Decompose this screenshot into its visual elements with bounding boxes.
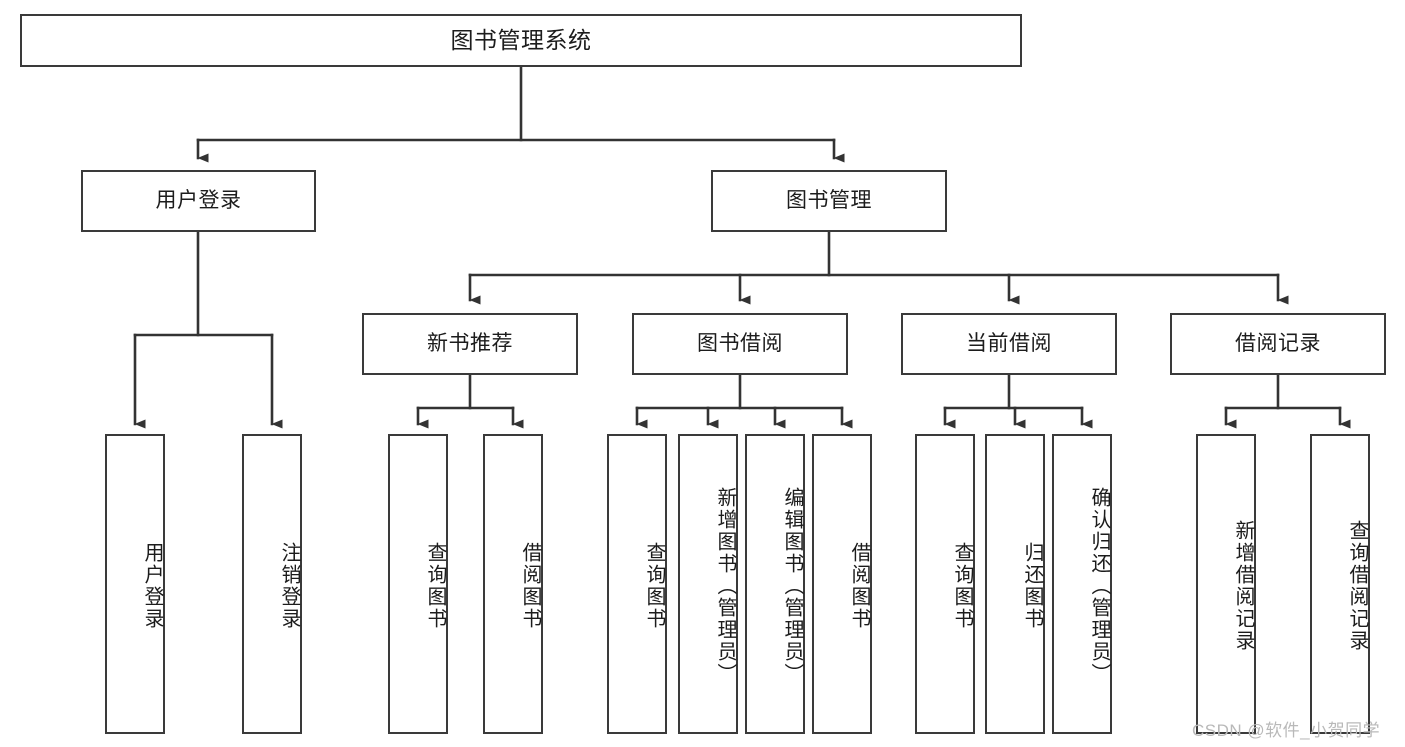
csdn-watermark: CSDN @软件_小贺同学 — [1192, 721, 1381, 740]
node-label: 借阅图书 — [848, 542, 870, 630]
leaf-borrow-borrow-book[interactable]: 借阅图书 — [812, 434, 872, 734]
leaf-recommend-query-book[interactable]: 查询图书 — [388, 434, 448, 734]
node-root-system[interactable]: 图书管理系统 — [20, 14, 1022, 67]
node-label: 查询图书 — [424, 542, 446, 630]
node-user-login[interactable]: 用户登录 — [81, 170, 316, 232]
leaf-current-return-book[interactable]: 归还图书 — [985, 434, 1045, 734]
leaf-borrow-edit-book[interactable]: 编辑图书（管理员） — [745, 434, 805, 734]
leaf-current-query-book[interactable]: 查询图书 — [915, 434, 975, 734]
leaf-user-login-logout[interactable]: 注销登录 — [242, 434, 302, 734]
node-label: 确认归还（管理员） — [1088, 487, 1110, 685]
leaf-borrow-query-book[interactable]: 查询图书 — [607, 434, 667, 734]
node-label: 当前借阅 — [966, 331, 1052, 355]
leaf-user-login-login[interactable]: 用户登录 — [105, 434, 165, 734]
node-label: 新书推荐 — [427, 331, 513, 355]
node-borrow-record[interactable]: 借阅记录 — [1170, 313, 1386, 375]
node-label: 图书借阅 — [697, 331, 783, 355]
node-label: 查询借阅记录 — [1346, 520, 1368, 652]
node-label: 新增借阅记录 — [1232, 520, 1254, 652]
node-label: 新增图书（管理员） — [714, 487, 736, 685]
node-label: 查询图书 — [951, 542, 973, 630]
node-label: 图书管理 — [786, 188, 872, 212]
node-new-book-recommend[interactable]: 新书推荐 — [362, 313, 578, 375]
leaf-record-query-record[interactable]: 查询借阅记录 — [1310, 434, 1370, 734]
node-label: 查询图书 — [643, 542, 665, 630]
node-label: 借阅记录 — [1235, 331, 1321, 355]
leaf-record-add-record[interactable]: 新增借阅记录 — [1196, 434, 1256, 734]
node-book-borrow[interactable]: 图书借阅 — [632, 313, 848, 375]
node-label: 借阅图书 — [519, 542, 541, 630]
leaf-borrow-add-book[interactable]: 新增图书（管理员） — [678, 434, 738, 734]
node-current-borrow[interactable]: 当前借阅 — [901, 313, 1117, 375]
node-label: 用户登录 — [141, 542, 163, 630]
node-label: 注销登录 — [278, 542, 300, 630]
leaf-recommend-borrow-book[interactable]: 借阅图书 — [483, 434, 543, 734]
leaf-current-confirm-return[interactable]: 确认归还（管理员） — [1052, 434, 1112, 734]
node-book-management[interactable]: 图书管理 — [711, 170, 947, 232]
node-label: 归还图书 — [1021, 542, 1043, 630]
node-label: 用户登录 — [155, 188, 242, 212]
node-label: 图书管理系统 — [450, 26, 592, 53]
node-label: 编辑图书（管理员） — [781, 487, 803, 685]
